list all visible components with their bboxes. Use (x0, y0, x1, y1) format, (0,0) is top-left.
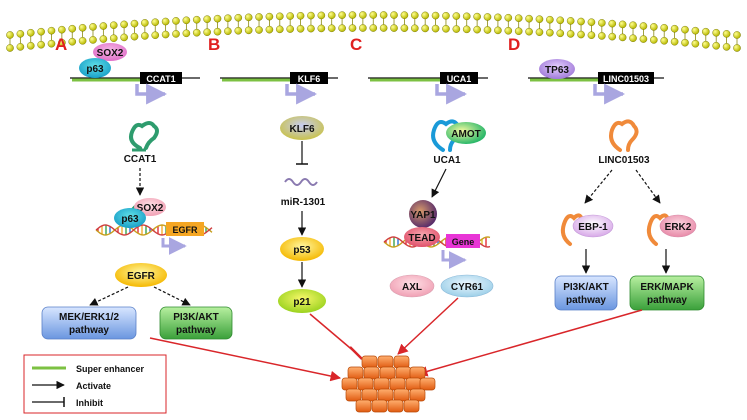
erk2-protein (659, 214, 697, 238)
p21-protein (278, 289, 326, 313)
erk-mapk-pathway-box (629, 275, 705, 311)
panel-d: TP63 LINC01503 LINC01503 EBP-1 ERK2 PI3K… (528, 59, 705, 311)
legend-box (23, 354, 167, 414)
egfr-protein-label: EGFR (127, 271, 156, 282)
erk-mapk-label: ERK/MAPK (640, 282, 694, 293)
klf6-protein (280, 116, 324, 140)
ccat1-gene-box (140, 72, 182, 84)
sox2-complex-label: SOX2 (137, 203, 164, 214)
target-gene-box (446, 234, 480, 248)
panel-letter-a: A (55, 35, 67, 54)
mek-erk-pathway-box (41, 306, 137, 340)
tead-label: TEAD (408, 233, 435, 244)
panel-letter-b: B (208, 35, 220, 54)
pi3k-akt-pathway-word-a: pathway (176, 325, 216, 336)
tumor-arrows (149, 297, 643, 382)
panel-letter-c: C (350, 35, 362, 54)
p63-complex-label: p63 (121, 214, 139, 225)
tss-arrow-a (135, 83, 168, 105)
erk-mapk-pathway-word: pathway (647, 295, 687, 306)
pi3k-akt-label-a: PI3K/AKT (173, 312, 219, 323)
ccat1-rna-label: CCAT1 (124, 154, 157, 165)
ccat1-rna-hairpin (129, 121, 159, 150)
uca1-gene-box (440, 72, 478, 84)
klf6-protein-label: KLF6 (290, 124, 315, 135)
panel-a: SOX2 p63 CCAT1 CCAT1 SOX2 p63 EGFR EGFR … (41, 43, 233, 340)
uca1-gene-label: UCA1 (447, 74, 472, 84)
ccat1-gene-label: CCAT1 (146, 74, 175, 84)
linc01503-gene-label: LINC01503 (603, 74, 649, 84)
tp63-label: TP63 (545, 65, 569, 76)
amot-label: AMOT (451, 129, 480, 140)
tp63-factor (539, 59, 575, 79)
p63-factor (79, 58, 111, 78)
legend-inhibit-label: Inhibit (76, 398, 103, 408)
mirna-strand (284, 178, 318, 186)
ebp1-protein (572, 214, 614, 238)
amot-protein (446, 122, 486, 144)
axl-label: AXL (402, 282, 422, 293)
legend-super-enhancer-label: Super enhancer (76, 364, 145, 374)
linc01503-gene-box (598, 72, 654, 84)
cyr61-label: CYR61 (451, 282, 484, 293)
egfr-gene-label: EGFR (172, 225, 198, 235)
p63-label: p63 (86, 64, 104, 75)
linc01503-rna-hairpin (609, 119, 639, 152)
p53-label: p53 (293, 245, 311, 256)
sox2-factor (93, 43, 127, 61)
mek-erk-label: MEK/ERK1/2 (59, 312, 119, 323)
p21-label: p21 (293, 297, 311, 308)
cell-membrane (6, 11, 741, 52)
uca1-rna-label: UCA1 (433, 155, 461, 166)
klf6-gene-label: KLF6 (298, 74, 321, 84)
panel-letter-d: D (508, 35, 520, 54)
target-gene-label: Gene (452, 237, 475, 247)
tumor-cell-cluster (341, 355, 436, 413)
legend-activate-label: Activate (76, 381, 111, 391)
klf6-gene-box (290, 72, 328, 84)
panel-b: KLF6 KLF6 miR-1301 p53 p21 (220, 72, 338, 313)
ebp1-label: EBP-1 (578, 222, 608, 233)
linc01503-rna-label: LINC01503 (598, 155, 650, 166)
pi3k-akt-pathway-box-d (554, 275, 618, 311)
erk2-label: ERK2 (665, 222, 692, 233)
egfr-protein (115, 263, 167, 287)
yap1-label: YAP1 (410, 210, 436, 221)
mek-erk-pathway-word: pathway (69, 325, 109, 336)
tead-protein (404, 227, 440, 247)
sox2-label: SOX2 (97, 48, 124, 59)
axl-protein (389, 274, 435, 298)
mir1301-label: miR-1301 (281, 197, 326, 208)
yap1-protein (409, 200, 437, 228)
panel-c: UCA1 AMOT UCA1 YAP1 TEAD Gene AXL CYR61 (368, 72, 494, 298)
egfr-gene-box (166, 222, 204, 236)
pi3k-akt-label-d: PI3K/AKT (563, 282, 609, 293)
pi3k-akt-pathway-box-a (159, 306, 233, 340)
legend: Super enhancer Activate Inhibit (23, 354, 167, 414)
pi3k-akt-pathway-word-d: pathway (566, 295, 606, 306)
cyr61-protein (440, 274, 494, 298)
p53-protein (280, 237, 324, 261)
